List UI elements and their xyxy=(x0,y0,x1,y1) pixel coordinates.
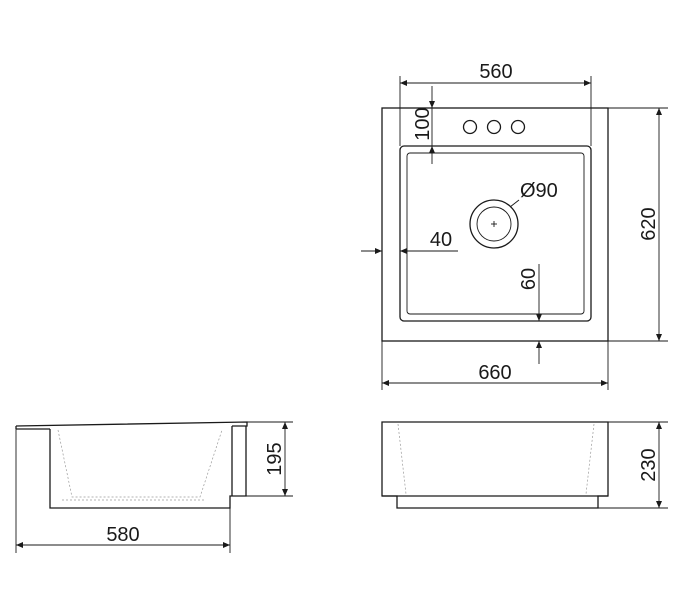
side-view: 195 580 xyxy=(15,421,293,553)
dim-top-width: 560 xyxy=(399,61,592,146)
basin-inner-outline xyxy=(406,152,585,315)
dim-side-height-label: 195 xyxy=(264,442,286,475)
tap-hole-left-icon xyxy=(462,119,478,135)
dim-tap-offset: 100 xyxy=(412,86,435,164)
tap-hole-center-icon xyxy=(486,119,502,135)
tap-hole-right-icon xyxy=(510,119,526,135)
dim-overall-width-label: 660 xyxy=(478,362,511,384)
dim-overall-width: 660 xyxy=(381,341,609,390)
dim-overall-depth-label: 620 xyxy=(638,207,660,240)
dim-side-length: 580 xyxy=(15,429,231,553)
dim-side-margin-label: 40 xyxy=(430,229,452,251)
front-view: 230 xyxy=(381,421,668,509)
dim-front-margin-label: 60 xyxy=(518,268,540,290)
sink-outer-outline xyxy=(381,107,609,342)
front-hidden-lines xyxy=(397,423,595,495)
dim-side-height: 195 xyxy=(230,421,293,497)
top-view: 560 100 Ø90 40 60 xyxy=(361,61,668,390)
dim-side-length-label: 580 xyxy=(106,524,139,546)
front-body-outline xyxy=(381,421,609,509)
drain-icon xyxy=(469,199,519,249)
dim-overall-depth: 620 xyxy=(608,107,668,342)
dim-side-margin: 40 xyxy=(361,229,458,254)
side-body-outline xyxy=(49,426,247,509)
dim-front-margin: 60 xyxy=(518,264,542,364)
dim-front-height: 230 xyxy=(598,421,668,509)
dim-drain-diameter-label: Ø90 xyxy=(520,180,558,202)
dim-tap-offset-label: 100 xyxy=(412,107,434,140)
dim-top-width-label: 560 xyxy=(479,61,512,83)
side-hidden-lines xyxy=(57,429,223,501)
dim-front-height-label: 230 xyxy=(638,448,660,481)
dim-drain-diameter: Ø90 xyxy=(509,180,558,208)
basin-outer-outline xyxy=(399,145,592,322)
side-rim-outline xyxy=(15,421,248,427)
